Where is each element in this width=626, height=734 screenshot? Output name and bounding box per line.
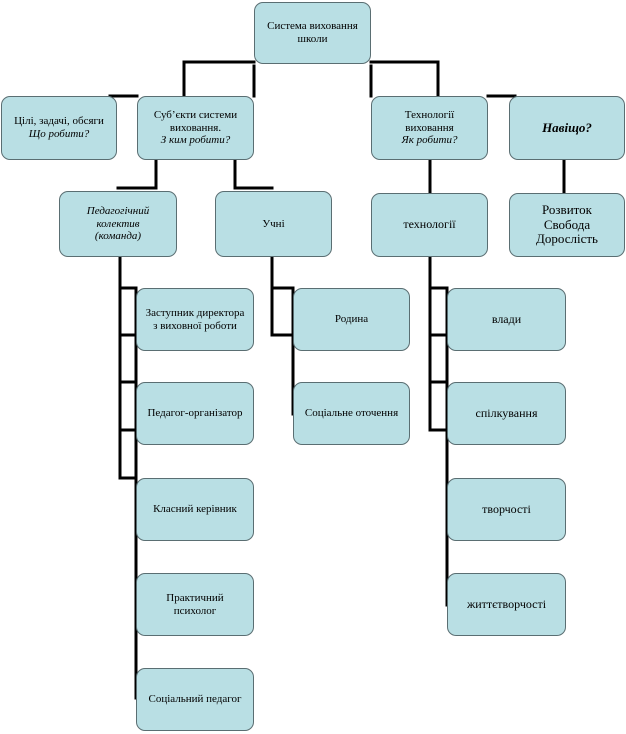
node-social-environment: Соціальне оточення [293,382,410,445]
node-deputy-director: Заступник директора з виховної роботи [136,288,254,351]
node-teaching-staff: Педагогічний колектив (команда) [59,191,177,257]
node-pedagogue-organizer: Педагог-організатор [136,382,254,445]
node-question: З ким робити? [160,134,231,147]
node-text: влади [491,311,522,326]
node-technologies-group: технології [371,193,488,257]
node-text: Педагогічний [86,205,150,218]
node-goals: Цілі, задачі, обсяги Що робити? [1,96,117,160]
node-text: (команда) [94,230,142,243]
connector-students-bracket [270,255,295,337]
node-creativity: творчості [447,478,566,541]
connector-tech-bracket [428,255,449,432]
node-text: технології [403,217,456,232]
node-text: Учні [262,217,285,230]
node-text: Соціальний педагог [148,693,242,706]
node-why: Навіщо? [509,96,625,160]
node-communication: спілкування [447,382,566,445]
node-class-teacher: Класний керівник [136,478,254,541]
node-text: Педагог-організатор [147,407,243,420]
node-question: Навіщо? [542,119,592,135]
node-text: Соціальне оточення [304,407,399,420]
connector-subjects-students [233,158,274,190]
node-text: психолог [173,604,217,617]
node-text: Класний керівник [153,503,237,516]
node-life-creation: життєтворчості [447,573,566,636]
node-students: Учні [215,191,332,257]
node-text: Технології [404,109,455,122]
connector-staff-bracket [118,255,138,480]
node-question: Як робити? [401,134,458,147]
node-question: Що робити? [28,128,90,140]
node-technologies: Технології виховання Як робити? [371,96,488,160]
node-text: спілкування [475,405,538,420]
node-text: Дорослість [536,231,598,247]
connector-root-tech [369,60,440,98]
node-text: Родина [334,313,369,326]
node-text: творчості [482,501,531,516]
node-school-education-system: Система виховання школи [254,2,371,64]
node-text: виховання. [169,121,222,134]
node-text: з виховної роботи [153,319,237,332]
node-text: Суб’єкти системи [153,109,238,122]
node-text: Цілі, задачі, обсяги [14,115,104,128]
node-text: Практичний [166,591,224,604]
node-text: виховання [405,121,454,134]
connector-subjects-staff [116,158,158,190]
node-family: Родина [293,288,410,351]
node-subjects: Суб’єкти системи виховання. З ким робити… [137,96,254,160]
node-text: Розвиток [542,201,592,217]
node-social-teacher: Соціальний педагог [136,668,254,731]
node-psychologist: Практичний психолог [136,573,254,636]
node-text: Заступник директора [145,306,245,319]
node-power: влади [447,288,566,351]
node-development: Розвиток Свобода Дорослість [509,193,625,257]
node-text: Система виховання [267,20,358,33]
node-text: колектив [96,217,140,230]
connector-root-left [182,60,256,98]
node-text: школи [297,33,328,45]
node-text: життєтворчості [466,596,547,611]
node-text: Свобода [543,216,591,232]
